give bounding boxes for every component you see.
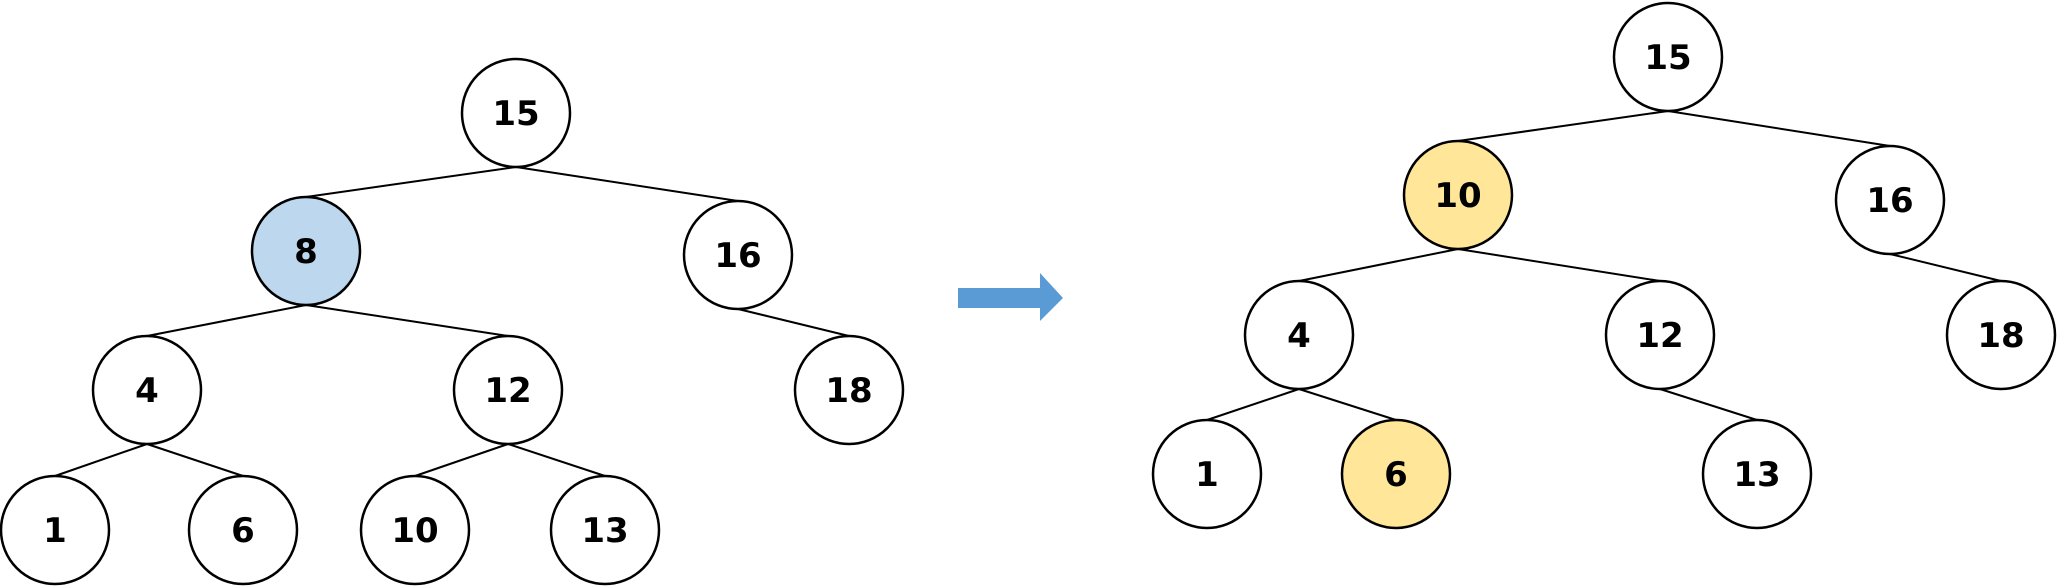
tree-node: 6	[1340, 418, 1452, 530]
tree-node: 1	[0, 474, 111, 586]
node-label: 15	[492, 94, 539, 134]
node-circle	[682, 199, 794, 311]
node-circle	[1701, 418, 1813, 530]
tree-edge	[1298, 248, 1459, 282]
tree-node: 16	[1834, 144, 1946, 256]
tree-edge	[1457, 248, 1661, 282]
tree-node: 18	[793, 334, 905, 446]
node-circle	[460, 57, 572, 169]
node-circle	[1402, 139, 1514, 251]
node-circle	[1151, 418, 1263, 530]
node-label: 10	[1434, 176, 1481, 216]
node-circle	[549, 474, 661, 586]
node-label: 12	[1636, 316, 1683, 356]
tree-edge	[146, 443, 244, 477]
tree-node: 6	[187, 474, 299, 586]
node-circle	[1604, 279, 1716, 391]
node-circle	[1243, 279, 1355, 391]
node-label: 1	[1195, 455, 1219, 495]
node-circle	[1612, 1, 1724, 113]
right-arrow-icon	[958, 273, 1063, 321]
tree-edges	[54, 110, 2002, 477]
node-circle	[793, 334, 905, 446]
tree-node: 13	[549, 474, 661, 586]
node-label: 6	[231, 511, 255, 551]
node-circle	[359, 474, 471, 586]
node-label: 13	[1733, 455, 1780, 495]
node-circle	[452, 334, 564, 446]
tree-node: 15	[460, 57, 572, 169]
tree-edge	[1667, 110, 1891, 147]
node-label: 8	[294, 232, 318, 272]
tree-node: 8	[250, 195, 362, 307]
node-label: 18	[1977, 316, 2024, 356]
tree-node: 4	[1243, 279, 1355, 391]
tree-node: 15	[1612, 1, 1724, 113]
tree-edge	[146, 304, 307, 337]
node-label: 10	[391, 511, 438, 551]
tree-node: 4	[91, 334, 203, 446]
tree-node: 12	[1604, 279, 1716, 391]
tree-edge	[1889, 253, 2002, 282]
transition-arrow	[958, 273, 1063, 321]
tree-node: 10	[359, 474, 471, 586]
tree-node: 1	[1151, 418, 1263, 530]
node-circle	[1945, 279, 2057, 391]
node-label: 4	[135, 371, 159, 411]
tree-edge	[305, 304, 509, 337]
node-label: 18	[825, 371, 872, 411]
tree-edge	[414, 443, 509, 477]
tree-edge	[54, 443, 148, 477]
node-label: 1	[43, 511, 67, 551]
tree-edge	[737, 308, 850, 337]
tree-node: 16	[682, 199, 794, 311]
node-circle	[187, 474, 299, 586]
node-label: 15	[1644, 38, 1691, 78]
node-circle	[250, 195, 362, 307]
tree-node: 12	[452, 334, 564, 446]
node-label: 12	[484, 371, 531, 411]
node-label: 6	[1384, 455, 1408, 495]
tree-edge	[1298, 388, 1397, 421]
node-circle	[91, 334, 203, 446]
tree-node: 13	[1701, 418, 1813, 530]
tree-node: 10	[1402, 139, 1514, 251]
node-label: 16	[714, 236, 761, 276]
tree-edge	[1457, 110, 1669, 142]
tree-edge	[1659, 388, 1758, 421]
node-circle	[0, 474, 111, 586]
tree-edge	[1206, 388, 1300, 421]
node-label: 13	[581, 511, 628, 551]
node-circle	[1340, 418, 1452, 530]
tree-node: 18	[1945, 279, 2057, 391]
tree-edge	[515, 166, 739, 202]
node-label: 16	[1866, 181, 1913, 221]
node-label: 4	[1287, 316, 1311, 356]
node-circle	[1834, 144, 1946, 256]
tree-edge	[305, 166, 517, 198]
tree-edge	[507, 443, 606, 477]
